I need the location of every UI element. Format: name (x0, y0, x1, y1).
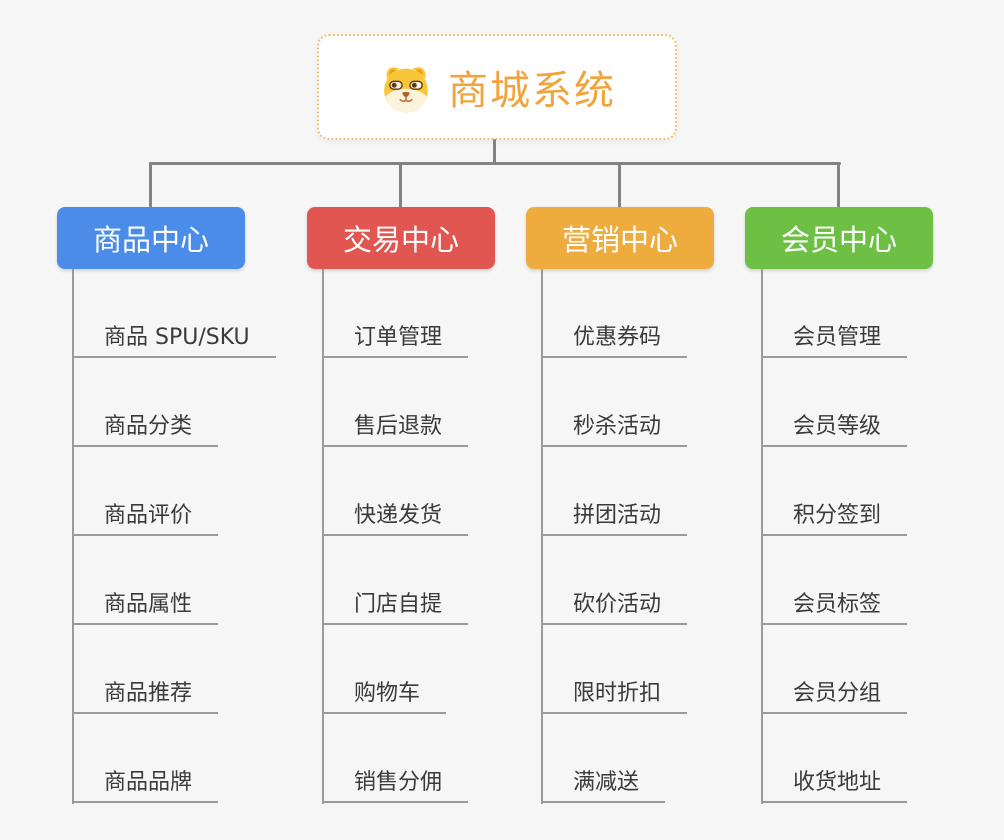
item-express-delivery[interactable]: 快递发货 (322, 500, 469, 536)
leaf-column-line (761, 269, 763, 804)
branch-node-member-center[interactable]: 会员中心 (745, 207, 933, 269)
root-title: 商城系统 (448, 68, 616, 114)
item-member-level[interactable]: 会员等级 (761, 411, 908, 447)
leaf-column-trade-center: 订单管理 售后退款 快递发货 门店自提 购物车 销售分佣 (322, 269, 469, 804)
item-member-group[interactable]: 会员分组 (761, 678, 908, 714)
item-store-pickup[interactable]: 门店自提 (322, 589, 469, 625)
item-member-tag[interactable]: 会员标签 (761, 589, 908, 625)
leaf-column-product-center: 商品 SPU/SKU 商品分类 商品评价 商品属性 商品推荐 商品品牌 (72, 269, 276, 804)
item-product-brand[interactable]: 商品品牌 (72, 767, 219, 803)
dog-face-icon (384, 67, 428, 113)
item-time-limited-discount[interactable]: 限时折扣 (541, 678, 688, 714)
leaf-column-member-center: 会员管理 会员等级 积分签到 会员标签 会员分组 收货地址 (761, 269, 908, 804)
branch-node-trade-center[interactable]: 交易中心 (307, 207, 495, 269)
leaf-column-line (541, 269, 543, 804)
branch-node-product-center[interactable]: 商品中心 (57, 207, 245, 269)
item-member-management[interactable]: 会员管理 (761, 322, 908, 358)
item-flash-sale[interactable]: 秒杀活动 (541, 411, 688, 447)
item-coupon-code[interactable]: 优惠券码 (541, 322, 688, 358)
connector-bus (149, 162, 841, 165)
connector-root-drop (493, 139, 496, 165)
leaf-column-line (72, 269, 74, 804)
item-product-attribute[interactable]: 商品属性 (72, 589, 219, 625)
item-product-review[interactable]: 商品评价 (72, 500, 219, 536)
item-shopping-cart[interactable]: 购物车 (322, 678, 447, 714)
leaf-column-line (322, 269, 324, 804)
branch-node-marketing-center[interactable]: 营销中心 (526, 207, 714, 269)
item-product-category[interactable]: 商品分类 (72, 411, 219, 447)
item-full-reduction[interactable]: 满减送 (541, 767, 666, 803)
item-after-sale-refund[interactable]: 售后退款 (322, 411, 469, 447)
item-bargain-activity[interactable]: 砍价活动 (541, 589, 688, 625)
root-node-mall-system[interactable]: 商城系统 (317, 34, 677, 140)
item-sales-commission[interactable]: 销售分佣 (322, 767, 469, 803)
connector-drop-marketing-center (618, 162, 621, 208)
item-product-recommend[interactable]: 商品推荐 (72, 678, 219, 714)
connector-drop-product-center (149, 162, 152, 208)
item-product-spu-sku[interactable]: 商品 SPU/SKU (72, 322, 276, 358)
item-order-management[interactable]: 订单管理 (322, 322, 469, 358)
item-points-check-in[interactable]: 积分签到 (761, 500, 908, 536)
item-shipping-address[interactable]: 收货地址 (761, 767, 908, 803)
connector-drop-trade-center (399, 162, 402, 208)
item-group-buy[interactable]: 拼团活动 (541, 500, 688, 536)
leaf-column-marketing-center: 优惠券码 秒杀活动 拼团活动 砍价活动 限时折扣 满减送 (541, 269, 688, 804)
connector-drop-member-center (837, 162, 840, 208)
